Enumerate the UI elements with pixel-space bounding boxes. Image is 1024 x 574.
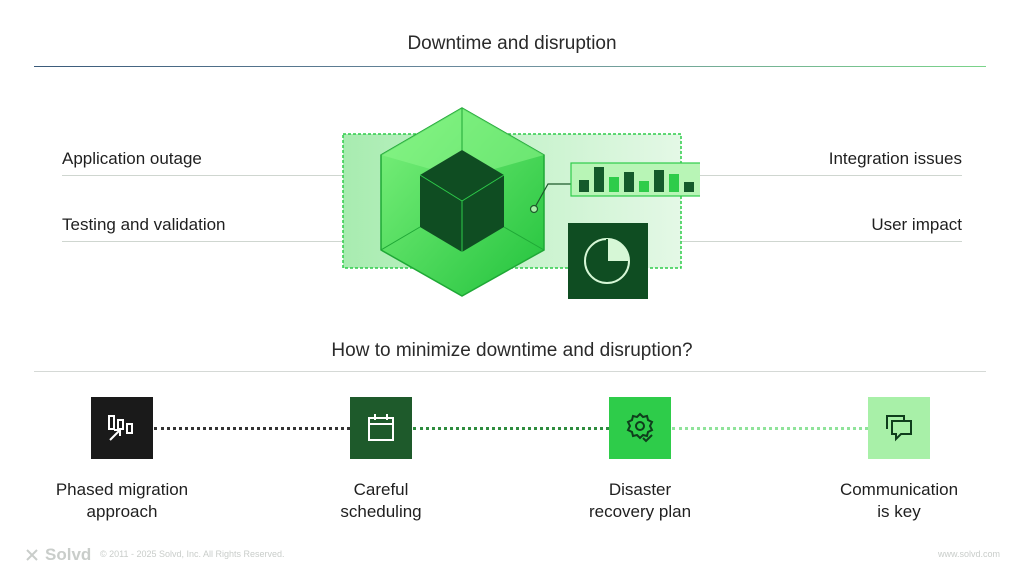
step-disaster-recovery xyxy=(609,397,671,459)
pie-chart-icon xyxy=(568,223,648,299)
step-connector xyxy=(413,427,609,430)
step-label-careful-scheduling: Careful scheduling xyxy=(340,480,422,521)
step-connector xyxy=(672,427,868,430)
issue-testing-validation: Testing and validation xyxy=(62,215,226,234)
chat-bubbles-icon xyxy=(886,415,912,442)
issue-divider xyxy=(62,241,362,242)
brand-logo: Solvd xyxy=(24,545,91,565)
section-divider xyxy=(34,371,986,372)
hexagon-cube xyxy=(380,107,545,297)
step-phased-migration xyxy=(91,397,153,459)
issue-user-impact: User impact xyxy=(871,215,962,234)
step-careful-scheduling xyxy=(350,397,412,459)
copyright-text: © 2011 - 2025 Solvd, Inc. All Rights Res… xyxy=(100,549,285,559)
issue-divider xyxy=(662,175,962,176)
issue-divider xyxy=(662,241,962,242)
disruption-illustration xyxy=(342,107,700,299)
bar-chart-icon xyxy=(570,162,700,197)
step-label-communication: Communication is key xyxy=(839,480,959,521)
step-label-phased-migration: Phased migration approach xyxy=(55,480,189,521)
gear-check-icon xyxy=(626,412,654,443)
phased-migration-icon xyxy=(108,415,133,441)
section-question-title: How to minimize downtime and disruption? xyxy=(331,340,693,361)
solvd-logo-icon xyxy=(26,549,38,561)
step-connector xyxy=(154,427,350,430)
page-title: Downtime and disruption xyxy=(407,33,617,54)
issue-divider xyxy=(62,175,362,176)
issue-integration-issues: Integration issues xyxy=(828,149,962,168)
issue-application-outage: Application outage xyxy=(62,149,202,168)
step-communication xyxy=(868,397,930,459)
website-url: www.solvd.com xyxy=(937,549,1000,559)
step-label-disaster-recovery: Disaster recovery plan xyxy=(588,480,692,521)
connector-line xyxy=(529,183,573,214)
title-divider xyxy=(34,66,986,67)
calendar-icon xyxy=(368,414,394,441)
